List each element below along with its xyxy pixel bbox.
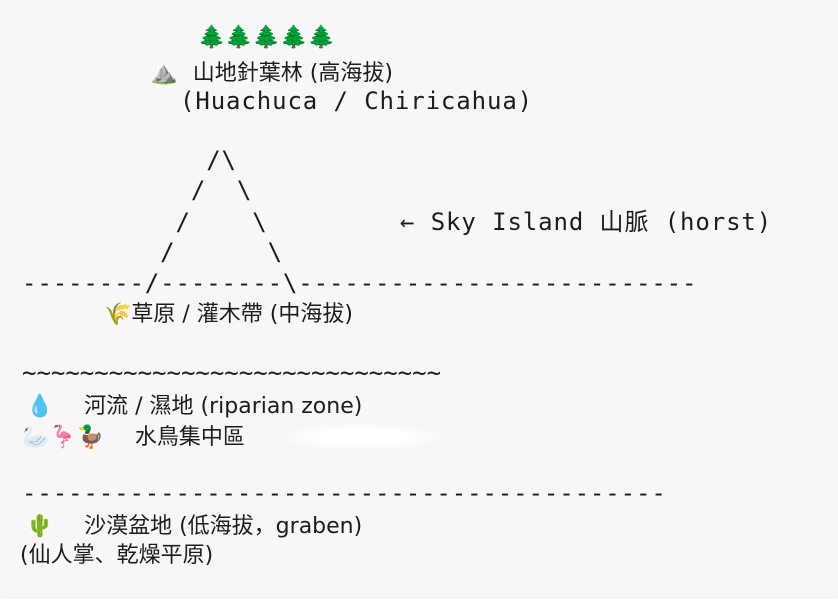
high-zone-label: 山地針葉林 (高海拔): [192, 61, 393, 86]
peak-row-3: / \: [22, 208, 268, 236]
water-line: ~~~~~~~~~~~~~~~~~~~~~~~~~~~~~: [22, 359, 442, 387]
peak-row-1: /\: [22, 146, 237, 174]
basin-line: ----------------------------------------…: [22, 479, 667, 507]
high-zone-ranges: (Huachuca / Chiricahua): [180, 87, 534, 115]
peak-row-2: / \: [22, 176, 253, 204]
birds-row: 🦢🦩🦆 水鳥集中區: [22, 421, 245, 453]
mid-zone-label: 草原 / 灌木帶 (中海拔): [131, 302, 353, 327]
high-zone-row: ⛰️ 山地針葉林 (高海拔): [150, 57, 393, 89]
low-zone-label: 沙漠盆地 (低海拔，graben): [84, 514, 363, 539]
sky-island-label: ← Sky Island 山脈 (horst): [400, 208, 773, 236]
mid-zone-row: 🌾草原 / 灌木帶 (中海拔): [104, 298, 353, 330]
water-drop-icon: 💧: [26, 394, 54, 419]
peak-row-4: / \: [22, 238, 283, 266]
grass-icon: 🌾: [104, 302, 132, 327]
riparian-row: 💧 河流 / 濕地 (riparian zone): [26, 390, 362, 422]
birds-label: 水鳥集中區: [134, 425, 245, 450]
conifer-trees-icon: 🌲🌲🌲🌲🌲: [198, 25, 335, 50]
waterbirds-icon: 🦢🦩🦆: [22, 425, 105, 450]
blurred-region: [282, 424, 442, 450]
cactus-icon: 🌵: [26, 514, 54, 539]
low-zone-row: 🌵 沙漠盆地 (低海拔，graben): [26, 510, 362, 542]
riparian-label: 河流 / 濕地 (riparian zone): [84, 394, 363, 419]
ground-line: --------/--------\----------------------…: [22, 269, 698, 297]
low-zone-desc: (仙人掌、乾燥平原): [20, 543, 214, 568]
mountain-icon: ⛰️: [150, 61, 178, 86]
